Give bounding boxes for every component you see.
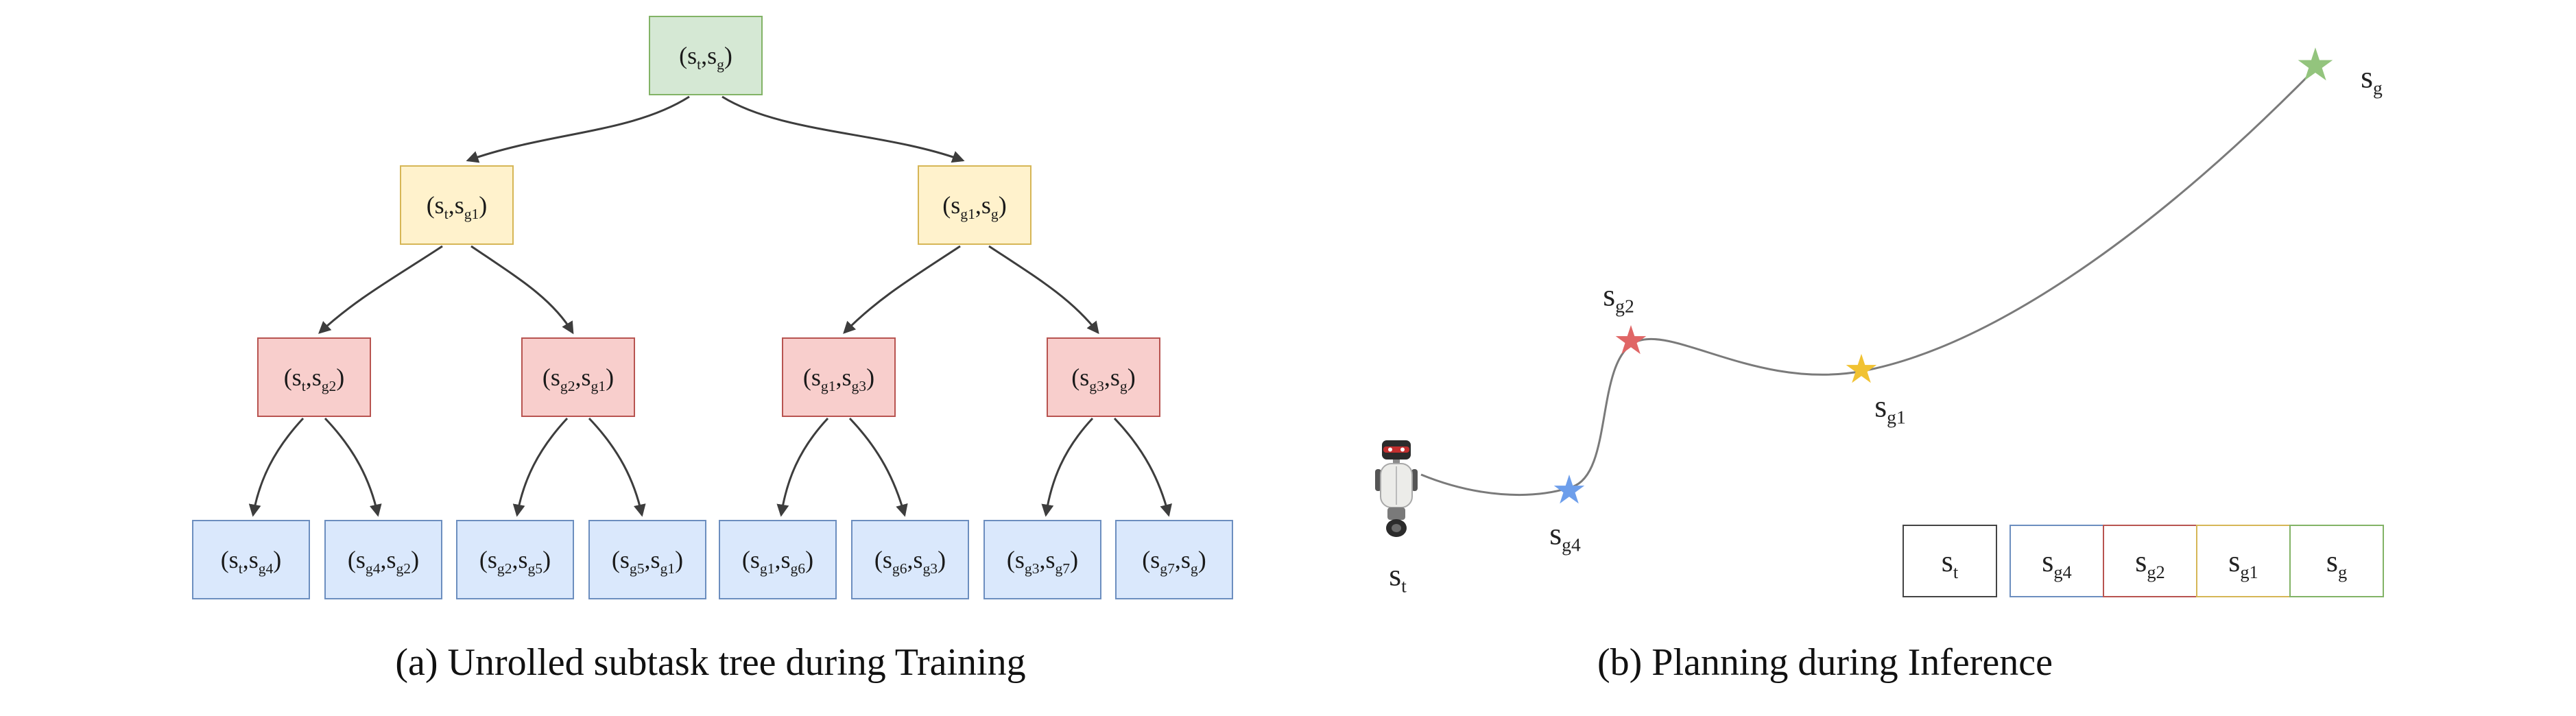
tree-node-st-sg2: (st,sg2) bbox=[257, 337, 371, 417]
robot-icon bbox=[1375, 440, 1418, 537]
tree-node-label: (st,sg1) bbox=[426, 191, 488, 223]
tree-node-sg3-sg7: (sg3,sg7) bbox=[983, 520, 1101, 599]
star-icon-sg1: ★ bbox=[1844, 346, 1879, 392]
legend-label: sg2 bbox=[2135, 544, 2165, 582]
tree-node-sg1-sg3: (sg1,sg3) bbox=[782, 337, 896, 417]
caption-a: (a) Unrolled subtask tree during Trainin… bbox=[395, 641, 1026, 684]
tree-node-label: (st,sg4) bbox=[220, 546, 282, 577]
tree-node-sg5-sg1: (sg5,sg1) bbox=[588, 520, 706, 599]
legend-label: sg4 bbox=[2042, 544, 2072, 582]
robot-state-label: st bbox=[1389, 557, 1407, 597]
legend-label: sg bbox=[2326, 544, 2348, 582]
tree-node-st-sg4: (st,sg4) bbox=[192, 520, 310, 599]
trajectory-path bbox=[1420, 69, 2315, 497]
tree-node-label: (sg1,sg) bbox=[942, 191, 1007, 223]
tree-node-sg7-sg: (sg7,sg) bbox=[1115, 520, 1233, 599]
caption-b: (b) Planning during Inference bbox=[1597, 641, 2053, 684]
tree-node-label: (sg5,sg1) bbox=[611, 546, 684, 577]
tree-node-sg1-sg: (sg1,sg) bbox=[918, 165, 1031, 245]
tree-node-sg4-sg2: (sg4,sg2) bbox=[324, 520, 442, 599]
legend-label: st bbox=[1941, 544, 1959, 582]
tree-node-label: (sg4,sg2) bbox=[347, 546, 420, 577]
tree-node-sg2-sg1: (sg2,sg1) bbox=[521, 337, 635, 417]
legend-box-sg4: sg4 bbox=[2009, 525, 2104, 597]
tree-node-label: (sg1,sg3) bbox=[802, 363, 875, 395]
legend-box-st: st bbox=[1903, 525, 1997, 597]
tree-node-st-sg1: (st,sg1) bbox=[400, 165, 514, 245]
tree-node-label: (sg6,sg3) bbox=[874, 546, 946, 577]
tree-edges bbox=[248, 95, 1172, 517]
star-icon-sg: ★ bbox=[2295, 38, 2336, 91]
tree-node-label: (st,sg2) bbox=[283, 363, 345, 395]
star-icon-sg4: ★ bbox=[1551, 466, 1587, 513]
star-label-sg4: sg4 bbox=[1549, 516, 1581, 556]
tree-node-label: (sg2,sg5) bbox=[479, 546, 551, 577]
tree-node-label: (sg2,sg1) bbox=[542, 363, 615, 395]
star-icon-sg2: ★ bbox=[1613, 317, 1649, 363]
legend-box-sg2: sg2 bbox=[2103, 525, 2197, 597]
legend-box-sg1: sg1 bbox=[2196, 525, 2291, 597]
legend-label: sg1 bbox=[2228, 544, 2258, 582]
star-label-sg1: sg1 bbox=[1874, 388, 1906, 428]
tree-node-label: (sg3,sg) bbox=[1071, 363, 1136, 395]
tree-node-label: (st,sg) bbox=[679, 42, 732, 73]
tree-node-sg3-sg: (sg3,sg) bbox=[1047, 337, 1160, 417]
star-label-sg: sg bbox=[2361, 59, 2383, 99]
legend-box-sg: sg bbox=[2289, 525, 2384, 597]
tree-node-sg6-sg3: (sg6,sg3) bbox=[851, 520, 969, 599]
tree-node-label: (sg3,sg7) bbox=[1006, 546, 1079, 577]
plan-sequence-legend: st sg4 sg2 sg1 sg bbox=[1903, 525, 2384, 597]
star-label-sg2: sg2 bbox=[1603, 277, 1634, 317]
tree-node-sg1-sg6: (sg1,sg6) bbox=[719, 520, 837, 599]
tree-node-sg2-sg5: (sg2,sg5) bbox=[456, 520, 574, 599]
tree-node-label: (sg7,sg) bbox=[1142, 546, 1206, 577]
tree-node-label: (sg1,sg6) bbox=[741, 546, 814, 577]
tree-node-st-sg: (st,sg) bbox=[649, 16, 763, 95]
